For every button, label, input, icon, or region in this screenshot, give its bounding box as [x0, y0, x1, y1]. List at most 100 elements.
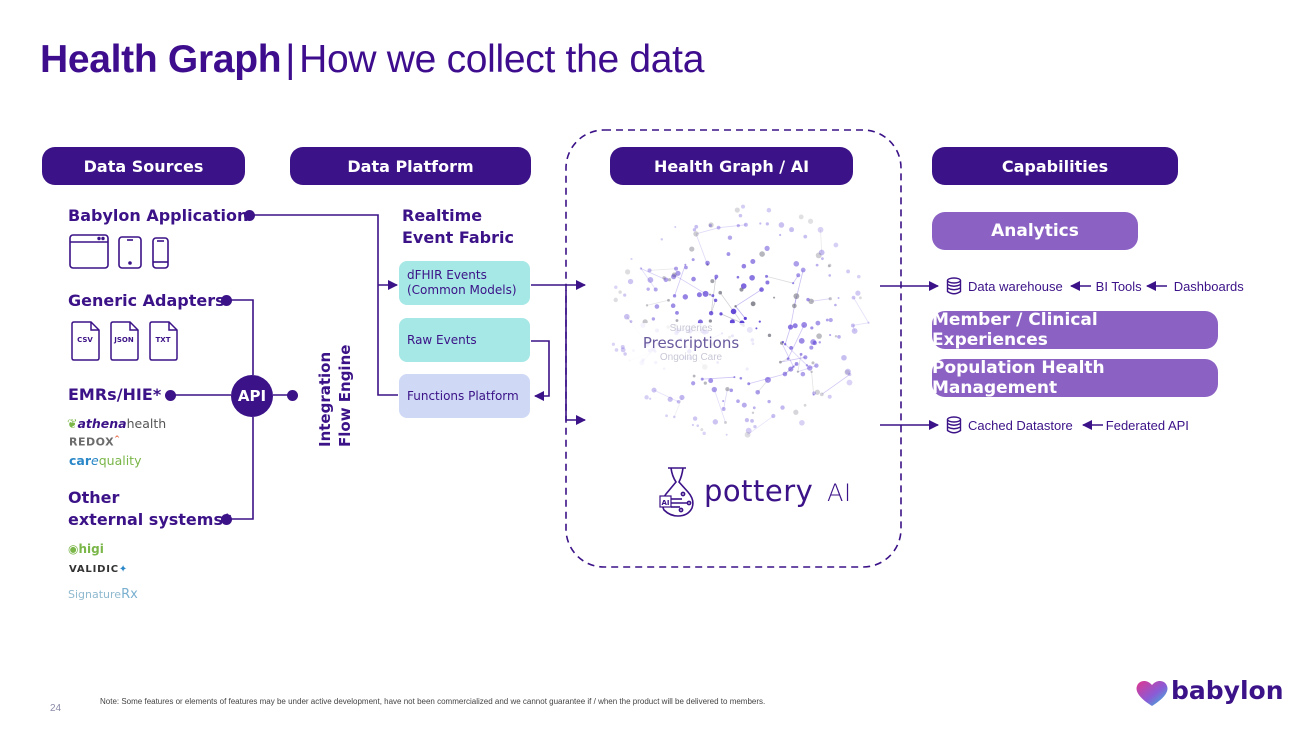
graph-node: [667, 298, 670, 302]
graph-node: [719, 312, 723, 316]
graph-edge: [820, 229, 823, 253]
graph-node: [799, 419, 805, 426]
redox-logo: REDOX^: [69, 435, 121, 449]
graph-edge: [797, 365, 817, 373]
graph-node: [736, 399, 740, 404]
graph-node: [741, 263, 747, 269]
graph-node: [708, 311, 714, 316]
graph-node: [753, 424, 757, 429]
graph-node: [747, 382, 751, 386]
graph-node: [692, 374, 696, 378]
graph-node: [730, 308, 737, 315]
graph-node: [755, 327, 758, 330]
graph-node: [614, 285, 618, 289]
file-type-label: JSON: [114, 336, 134, 344]
capability-analytics: Analytics: [932, 212, 1138, 250]
graph-node: [793, 293, 800, 300]
health-graph-caption: Surgeries Prescriptions Ongoing Care: [627, 323, 755, 373]
graph-edge: [640, 268, 657, 290]
graph-node: [675, 270, 681, 276]
connector-dot: [287, 390, 298, 401]
graph-node: [705, 260, 710, 266]
graph-node: [623, 293, 627, 297]
graph-node: [834, 303, 837, 307]
graph-node: [646, 287, 650, 291]
graph-node: [788, 366, 794, 372]
caption-prescriptions: Prescriptions: [642, 334, 740, 352]
graph-node: [828, 317, 833, 323]
connector-graph-lower-in: [565, 290, 586, 425]
graph-node: [679, 394, 685, 401]
graph-node: [814, 363, 819, 368]
title-bold: Health Graph: [40, 38, 282, 81]
graph-node: [691, 423, 695, 427]
graph-edge: [720, 313, 743, 324]
graph-node: [792, 282, 795, 285]
connector-other-systems: [231, 417, 254, 520]
graph-edge: [781, 342, 794, 367]
graph-node: [801, 322, 808, 328]
graph-edge: [780, 356, 806, 363]
graph-node: [767, 399, 771, 404]
graph-node: [859, 296, 862, 300]
graph-node: [671, 272, 677, 278]
event-dfhir: dFHIR Events(Common Models): [399, 261, 530, 305]
graph-node: [803, 234, 808, 239]
graph-node: [729, 388, 734, 393]
graph-node: [755, 389, 761, 395]
graph-node: [743, 222, 748, 227]
graph-node: [702, 431, 706, 436]
graph-node: [751, 411, 755, 414]
graph-node: [787, 324, 794, 330]
graph-node: [844, 369, 851, 376]
tablet-icon: [118, 236, 142, 269]
graph-node: [727, 235, 733, 240]
graph-node: [639, 267, 643, 270]
graph-node: [662, 276, 666, 280]
federated-api-label: Federated API: [1105, 417, 1189, 433]
graph-node: [651, 317, 656, 321]
graph-node: [667, 396, 673, 402]
graph-node: [670, 303, 676, 309]
graph-node: [620, 345, 625, 350]
graph-node: [814, 389, 820, 395]
graph-node: [702, 290, 709, 297]
graph-node: [759, 287, 764, 292]
graph-node: [739, 376, 743, 380]
header-health-graph: Health Graph / AI: [610, 147, 853, 185]
leaf-icon: ❦: [67, 416, 78, 431]
graph-node: [614, 348, 619, 352]
txt-file-icon: TXT: [148, 321, 178, 361]
graph-node: [819, 392, 824, 397]
graph-node: [672, 294, 677, 298]
graph-node: [807, 365, 813, 371]
graph-edge: [821, 374, 851, 395]
graph-node: [734, 207, 740, 213]
header-capabilities: Capabilities: [932, 147, 1178, 185]
graph-node: [807, 218, 814, 224]
database-icon: [946, 277, 962, 295]
graph-edge: [718, 224, 746, 229]
graph-node: [738, 213, 743, 218]
graph-node: [812, 391, 816, 396]
graph-node: [750, 259, 756, 265]
integration-flow-engine-label: Integration Flow Engine: [316, 344, 354, 447]
graph-node: [736, 275, 740, 279]
babylon-logo-text: babylon: [1171, 676, 1284, 705]
graph-node: [782, 371, 788, 377]
graph-edge: [811, 298, 831, 302]
graph-node: [692, 416, 698, 421]
graph-edge: [695, 227, 719, 235]
graph-edge: [653, 389, 679, 403]
graph-node: [672, 415, 676, 419]
graph-node: [798, 337, 805, 344]
graph-node: [700, 377, 704, 381]
higi-logo: ◉higi: [68, 542, 104, 556]
connector-dot: [221, 514, 232, 525]
graph-node: [867, 321, 870, 324]
graph-node: [708, 319, 712, 323]
graph-edge: [674, 274, 706, 295]
header-data-sources: Data Sources: [42, 147, 245, 185]
graph-node: [799, 352, 803, 356]
graph-node: [653, 287, 658, 292]
